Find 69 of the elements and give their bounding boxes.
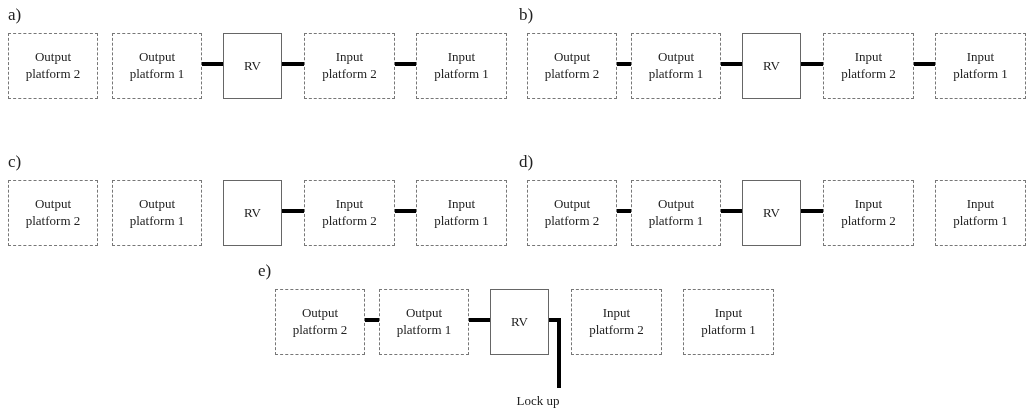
box-label: Output platform 2 — [291, 305, 349, 339]
process-box — [223, 180, 282, 246]
platform-box — [416, 33, 507, 99]
box-label: Output platform 1 — [647, 49, 705, 83]
connector-line — [395, 209, 416, 213]
box-label: Output platform 2 — [543, 49, 601, 83]
platform-box — [631, 33, 721, 99]
platform-box — [527, 180, 617, 246]
panel-label: e) — [258, 262, 272, 279]
box-label: RV — [763, 204, 780, 222]
platform-box — [416, 180, 507, 246]
panel-label: b) — [519, 6, 534, 23]
connector-line — [801, 62, 823, 66]
box-label: Output platform 2 — [543, 196, 601, 230]
box-label: Input platform 2 — [588, 305, 645, 339]
process-box — [742, 180, 801, 246]
box-label: Output platform 1 — [647, 196, 705, 230]
platform-box — [112, 33, 202, 99]
box-label: Input platform 2 — [321, 49, 378, 83]
platform-box — [527, 33, 617, 99]
connector-line — [801, 209, 823, 213]
box-label: Input platform 1 — [433, 196, 490, 230]
connector-line — [365, 318, 379, 322]
platform-box — [304, 33, 395, 99]
box-label: Input platform 1 — [433, 49, 490, 83]
connector-line — [914, 62, 935, 66]
connector-line — [617, 62, 631, 66]
connector-line — [549, 318, 561, 388]
box-label: Output platform 1 — [128, 49, 186, 83]
connector-line — [721, 209, 742, 213]
box-label: Input platform 2 — [840, 49, 897, 83]
node-label: Lock up — [510, 392, 566, 410]
box-label: Input platform 1 — [700, 305, 757, 339]
process-box — [742, 33, 801, 99]
platform-box — [8, 33, 98, 99]
box-label: RV — [511, 313, 528, 331]
panel-label: d) — [519, 153, 534, 170]
platform-box — [935, 180, 1026, 246]
connector-line — [395, 62, 416, 66]
connector-line — [282, 62, 304, 66]
platform-box — [631, 180, 721, 246]
platform-box — [304, 180, 395, 246]
box-label: Output platform 2 — [24, 196, 82, 230]
connector-line — [469, 318, 490, 322]
platform-box — [379, 289, 469, 355]
connector-line — [202, 62, 223, 66]
box-label: RV — [244, 57, 261, 75]
platform-box — [823, 33, 914, 99]
process-box — [223, 33, 282, 99]
box-label: Output platform 1 — [128, 196, 186, 230]
box-label: RV — [244, 204, 261, 222]
platform-box — [683, 289, 774, 355]
box-label: RV — [763, 57, 780, 75]
platform-box — [112, 180, 202, 246]
platform-box — [823, 180, 914, 246]
platform-box — [275, 289, 365, 355]
connector-line — [617, 209, 631, 213]
connector-line — [721, 62, 742, 66]
box-label: Input platform 2 — [840, 196, 897, 230]
platform-box — [8, 180, 98, 246]
platform-box — [935, 33, 1026, 99]
process-box — [490, 289, 549, 355]
box-label: Output platform 1 — [395, 305, 453, 339]
box-label: Output platform 2 — [24, 49, 82, 83]
platform-box — [571, 289, 662, 355]
box-label: Input platform 1 — [952, 49, 1009, 83]
box-label: Input platform 1 — [952, 196, 1009, 230]
box-label: Input platform 2 — [321, 196, 378, 230]
connector-line — [282, 209, 304, 213]
